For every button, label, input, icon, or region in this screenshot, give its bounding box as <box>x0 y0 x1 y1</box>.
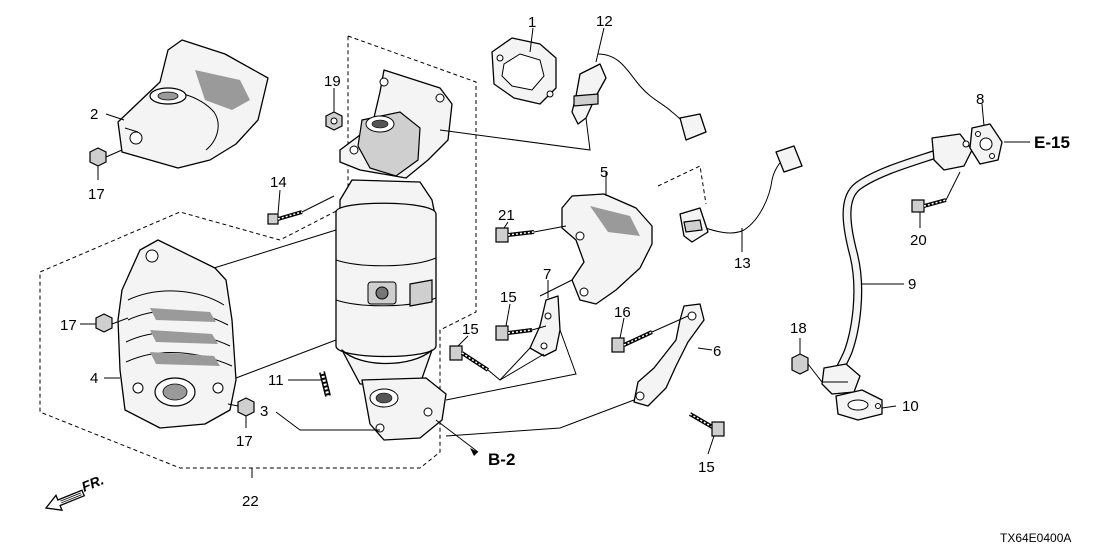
callout-15c: 15 <box>698 459 715 476</box>
bolt-16 <box>611 330 653 353</box>
callout-8: 8 <box>976 91 984 108</box>
callout-7: 7 <box>543 266 551 283</box>
callout-11: 11 <box>268 372 284 389</box>
pipe-9 <box>821 133 973 395</box>
lower-heat-shield <box>117 239 237 429</box>
bolt-15-c <box>688 412 725 437</box>
callout-22: 22 <box>242 493 259 510</box>
nut-18 <box>791 353 809 375</box>
nut-17-upper <box>89 147 107 167</box>
catalytic-converter <box>335 69 453 441</box>
af-sensor-12 <box>571 53 707 141</box>
callouts: 1 2 3 4 5 6 7 8 9 10 11 12 13 14 15 15 1… <box>60 13 984 510</box>
callout-17b: 17 <box>60 317 77 334</box>
callout-10: 10 <box>902 398 919 415</box>
front-label: FR. <box>79 471 106 494</box>
callout-1: 1 <box>528 14 536 31</box>
ref-e15: E-15 <box>1034 133 1070 152</box>
callout-15b: 15 <box>462 321 479 338</box>
callout-12: 12 <box>596 13 613 30</box>
callout-18: 18 <box>790 320 807 337</box>
bolt-20 <box>911 198 947 213</box>
gasket-10 <box>835 389 883 421</box>
callout-20: 20 <box>910 232 927 249</box>
bracket-5 <box>561 193 653 305</box>
callout-15a: 15 <box>500 289 517 306</box>
diagram-code: TX64E0400A <box>1000 531 1071 545</box>
front-arrow-icon <box>44 489 86 511</box>
leader-lines <box>80 27 1030 478</box>
assembly-boundary <box>39 35 477 469</box>
callout-17c: 17 <box>236 433 253 450</box>
o2-sensor-13 <box>679 145 803 243</box>
nut-17-mid <box>95 313 113 333</box>
callout-9: 9 <box>908 276 916 293</box>
upper-heat-shield <box>117 39 269 169</box>
callout-14: 14 <box>270 174 287 191</box>
nut-17-lower <box>237 397 255 417</box>
bolt-21 <box>495 227 535 243</box>
bolt-15-a <box>495 325 533 341</box>
callout-3: 3 <box>260 403 268 420</box>
callout-13: 13 <box>734 255 751 272</box>
callout-4: 4 <box>90 370 98 387</box>
callout-5: 5 <box>600 164 608 181</box>
callout-6: 6 <box>713 343 721 360</box>
nut-19 <box>325 111 343 131</box>
callout-17a: 17 <box>88 186 105 203</box>
bolt-15-b <box>449 345 490 372</box>
bolt-14 <box>267 210 303 225</box>
ref-b2: B-2 <box>488 450 515 469</box>
callout-2: 2 <box>90 106 98 123</box>
callout-19: 19 <box>324 73 341 90</box>
gasket-8 <box>969 123 1003 165</box>
callout-16: 16 <box>614 304 631 321</box>
stud-11 <box>319 371 331 397</box>
callout-21: 21 <box>498 207 515 224</box>
gasket-1 <box>491 37 557 105</box>
bracket-6 <box>633 303 705 407</box>
